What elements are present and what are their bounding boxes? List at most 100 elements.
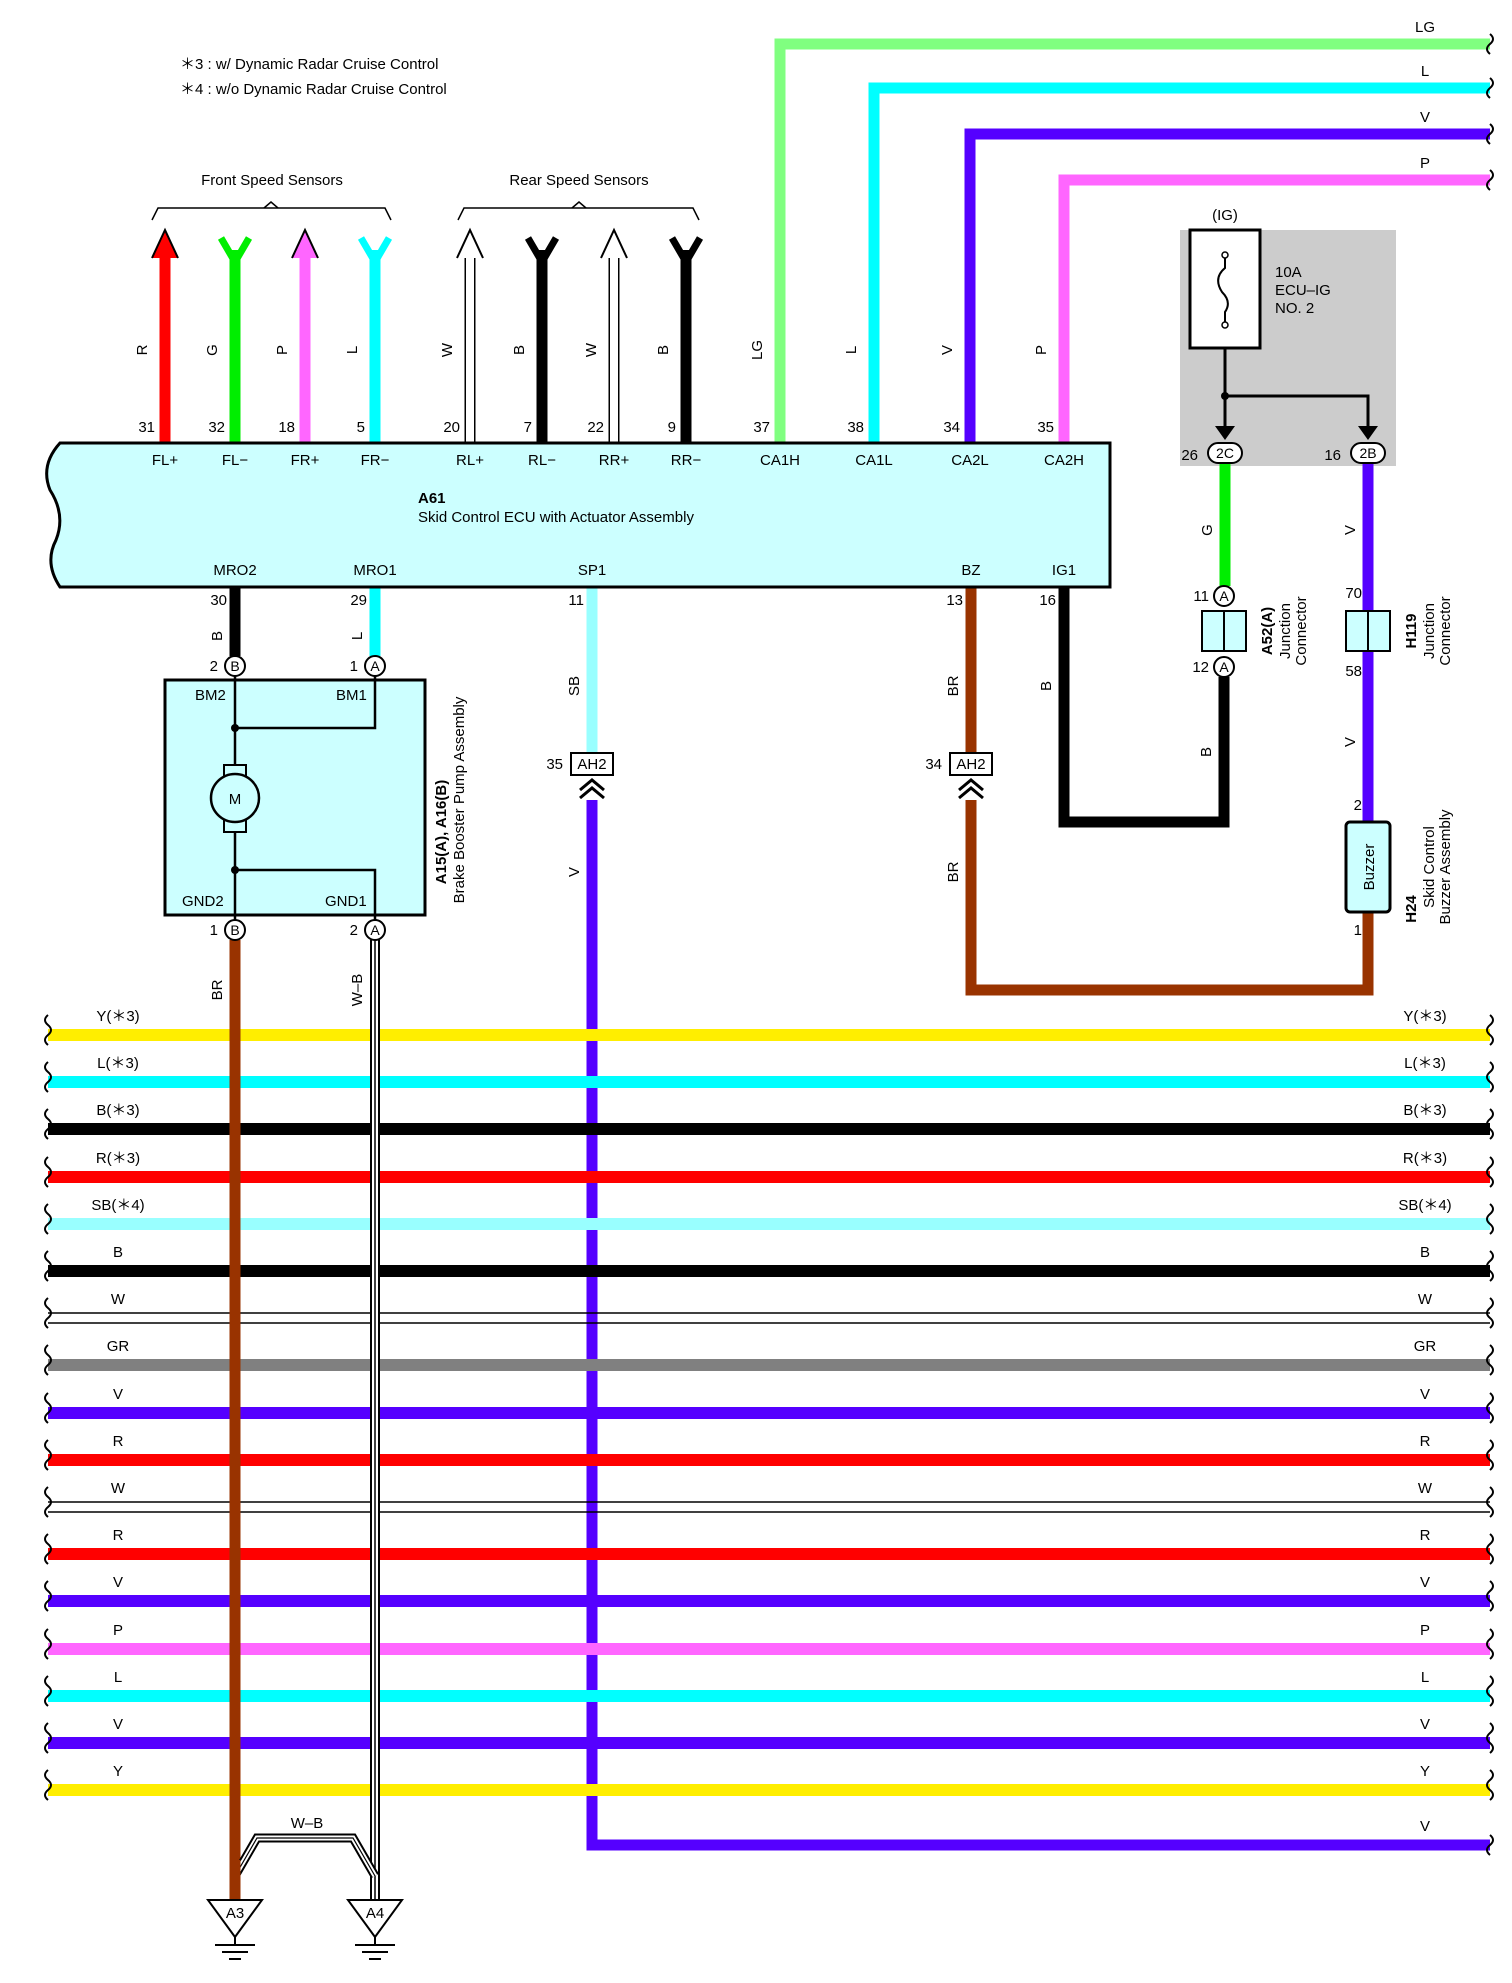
top-wire-code-0: R [134, 344, 151, 355]
top-wire-code-9: L [843, 346, 860, 354]
ecu-top-pin-term-1: FL− [222, 452, 249, 469]
bus-break-right-last [1486, 1834, 1494, 1856]
ecu-top-pin-num-6: 22 [587, 419, 604, 436]
bus-label-left-12: V [113, 1574, 123, 1591]
front-sensors-label: Front Speed Sensors [201, 172, 343, 189]
bus-break-right-9 [1486, 1439, 1494, 1471]
ecu-bottom-pin-num-1: 29 [350, 592, 367, 609]
h119-pin-top: 70 [1345, 585, 1362, 602]
bus-break-left-14 [44, 1675, 52, 1707]
fuse-ecu-ig-no2 [1188, 228, 1262, 350]
bus-break-right-10 [1486, 1486, 1494, 1518]
bus-break-right-3 [1486, 1156, 1494, 1188]
sensor-arrow-up-RL+ [456, 227, 484, 259]
conn-2c-label: 2C [1216, 445, 1234, 461]
wire-code-gnd2: BR [209, 979, 226, 1000]
bus-break-right-16 [1486, 1769, 1494, 1801]
brake-booster-pump [163, 666, 427, 930]
bus-label-left-9: R [113, 1433, 124, 1450]
ecu-bottom-pin-num-0: 30 [210, 592, 227, 609]
top-wire-code-5: B [511, 345, 528, 355]
bus-label-left-10: W [111, 1480, 126, 1497]
wire-ah2-left-v [586, 800, 1490, 1851]
a52-pin-top: 11 [1193, 588, 1209, 605]
ecu-top-pin-num-0: 31 [138, 419, 155, 436]
bus-label-right-9: R [1420, 1433, 1431, 1450]
ground-a4 [346, 1899, 404, 1960]
junction-a52 [1201, 585, 1247, 678]
bus-label-right-15: V [1420, 1716, 1430, 1733]
ecu-top-pin-num-10: 34 [943, 419, 960, 436]
fuse-splice-dot [1221, 392, 1229, 400]
wire-code-a52: B [1198, 747, 1215, 757]
pump-pin-tr: 1 [350, 658, 358, 675]
bus-break-right-5 [1486, 1250, 1494, 1282]
h119-label1: Junction [1421, 603, 1438, 659]
bus-label-left-3: R(＊3) [96, 1150, 140, 1167]
ecu-top-pin-term-8: CA1H [760, 452, 800, 469]
top-wire-code-3: L [344, 346, 361, 354]
top-wire-code-4: W [439, 342, 456, 357]
ah2-right-pin: 34 [925, 756, 942, 773]
bus-break-right-12 [1486, 1580, 1494, 1612]
wire-code-ah2-left: V [566, 867, 583, 877]
bus-break-left-8 [44, 1392, 52, 1424]
ecu-top-pin-num-4: 20 [443, 419, 460, 436]
top-wire-label-l: L [1421, 63, 1429, 80]
ecu-top-pin-num-8: 37 [753, 419, 770, 436]
ecu-top-pin-num-9: 38 [847, 419, 864, 436]
pump-tag-tl: B [230, 658, 239, 674]
ecu-pin-labels: 31FL+32FL−18FR+5FR−20RL+7RL−22RR+9RR−37C… [138, 419, 1084, 609]
buzzer-code: H24 [1403, 895, 1420, 923]
bus-break-right-15 [1486, 1722, 1494, 1754]
a52-tag-bottom: A [1219, 659, 1229, 675]
top-wire-break-1 [1486, 77, 1494, 99]
bus-break-right-6 [1486, 1297, 1494, 1329]
fuse-junction [1223, 348, 1370, 430]
top-wire-v [964, 128, 1490, 443]
top-wire-break-0 [1486, 33, 1494, 55]
bus-break-left-13 [44, 1628, 52, 1660]
ecu-code: A61 [418, 490, 446, 507]
ecu-bottom-pin-term-3: BZ [961, 562, 980, 579]
bus-break-left-15 [44, 1722, 52, 1754]
wire-code-mro1: L [349, 632, 366, 640]
connector-2c [1207, 442, 1243, 464]
h119-label2: Connector [1437, 596, 1454, 665]
pin-16-2b: 16 [1324, 447, 1341, 464]
pump-name: Brake Booster Pump Assembly [451, 696, 468, 903]
wire-code-h119: V [1342, 737, 1359, 747]
note-4: ＊4 : w/o Dynamic Radar Cruise Control [180, 81, 447, 98]
connector-ah2-left [570, 752, 614, 800]
sensor-arrow-down-FL− [217, 236, 253, 269]
bus-label-left-16: Y [113, 1763, 123, 1780]
buzzer-label2: Buzzer Assembly [1437, 809, 1454, 925]
sensor-arrow-down-FR− [357, 236, 393, 269]
ecu-top-pin-num-1: 32 [208, 419, 225, 436]
wire-code-ig1: B [1038, 681, 1055, 691]
bus-label-left-2: B(＊3) [96, 1102, 139, 1119]
ecu-bottom-pin-term-0: MRO2 [213, 562, 256, 579]
bus-break-right-2 [1486, 1108, 1494, 1140]
ecu-top-pin-term-10: CA2L [951, 452, 989, 469]
ecu-name: Skid Control ECU with Actuator Assembly [418, 509, 694, 526]
pump-bm1: BM1 [336, 687, 367, 704]
pump-pin-tl: 2 [210, 658, 218, 675]
bus-break-left-1 [44, 1061, 52, 1093]
top-wire-label-v: V [1420, 109, 1430, 126]
ecu-top-pin-num-7: 9 [668, 419, 676, 436]
wire-ground-jumper-core [232, 1835, 378, 1878]
fuse-name: ECU–IG [1275, 282, 1331, 299]
bus-label-left-14: L [114, 1669, 122, 1686]
bus-label-left-5: B [113, 1244, 123, 1261]
bus-break-left-4 [44, 1203, 52, 1235]
bus-break-right-14 [1486, 1675, 1494, 1707]
wire-code-mro2: B [209, 631, 226, 641]
bus-break-right-11 [1486, 1533, 1494, 1565]
bus-label-left-8: V [113, 1386, 123, 1403]
wire-code-bz: BR [945, 675, 962, 696]
bus-break-right-4 [1486, 1203, 1494, 1235]
bus-break-left-16 [44, 1769, 52, 1801]
bus-break-left-3 [44, 1156, 52, 1188]
rear-sensors-label: Rear Speed Sensors [509, 172, 648, 189]
